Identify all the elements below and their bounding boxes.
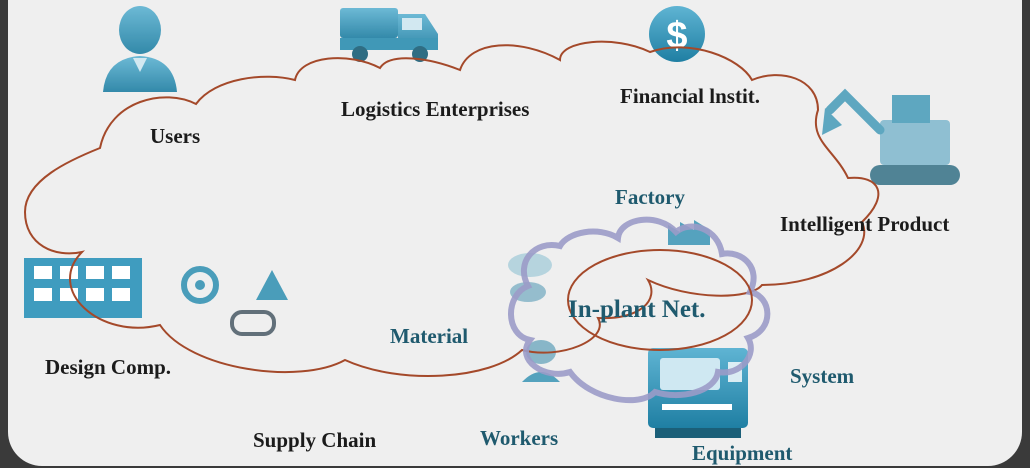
inner-cloud: [508, 216, 771, 404]
svg-text:$: $: [666, 15, 687, 57]
label-workers: Workers: [480, 426, 559, 450]
building-icon: [24, 258, 142, 318]
label-design-comp: Design Comp.: [45, 355, 172, 379]
label-equipment: Equipment: [692, 441, 793, 465]
label-material: Material: [390, 324, 469, 348]
label-in-plant-net: In-plant Net.: [568, 296, 706, 323]
truck-icon: [340, 8, 438, 62]
dollar-icon: $: [649, 6, 705, 62]
design-tools-icon: [181, 266, 288, 336]
excavator-icon: [822, 88, 960, 185]
label-financial-institution: Financial lnstit.: [620, 84, 761, 108]
user-icon: [103, 6, 177, 92]
inner-ellipse: [567, 249, 753, 351]
outer-cloud: [23, 40, 880, 378]
machine-icon: [648, 348, 748, 438]
label-supply-chain: Supply Chain: [253, 428, 377, 452]
label-logistics-enterprises: Logistics Enterprises: [341, 97, 530, 121]
label-factory: Factory: [615, 185, 685, 209]
label-system: System: [790, 364, 855, 388]
material-icon: [508, 253, 552, 302]
diagram-panel: [8, 0, 1022, 466]
label-intelligent-product: Intelligent Product: [780, 212, 950, 236]
label-users: Users: [150, 124, 201, 148]
